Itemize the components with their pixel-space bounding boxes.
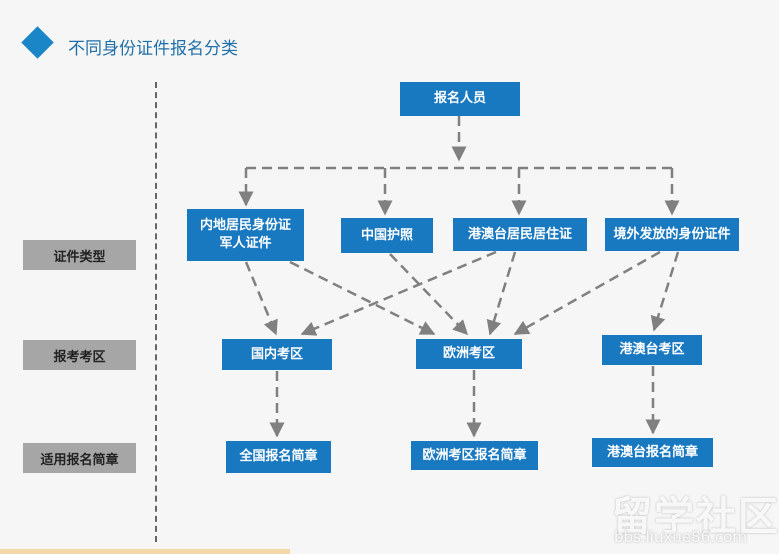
node-applicants-label: 报名人员 — [433, 91, 486, 106]
node-domestic-region: 国内考区 — [222, 339, 332, 370]
node-hmt-brochure-label: 港澳台报名简章 — [606, 444, 698, 460]
watermark-url: bbs.liuxue86.com — [614, 528, 747, 546]
connector-residence-to-domestic — [300, 250, 497, 336]
node-national-brochure: 全国报名简章 — [226, 441, 331, 473]
node-europe-region-label: 欧洲考区 — [442, 346, 495, 361]
node-europe-brochure: 欧洲考区报名简章 — [411, 441, 538, 470]
connector-residence-to-europe — [486, 251, 517, 336]
node-china-passport-label: 中国护照 — [360, 227, 413, 243]
node-hmt-residence: 港澳台居民居住证 — [453, 218, 587, 251]
node-overseas-id: 境外发放的身份证件 — [605, 218, 739, 251]
node-europe-brochure-label: 欧洲考区报名简章 — [422, 447, 527, 463]
node-hmt-residence-label: 港澳台居民居住证 — [467, 226, 572, 242]
node-europe-region: 欧洲考区 — [416, 339, 522, 369]
dashed-divider — [155, 82, 157, 542]
node-mainland-id-line1: 内地居民身份证 — [199, 218, 291, 233]
node-china-passport: 中国护照 — [341, 218, 433, 253]
node-national-brochure-label: 全国报名简章 — [239, 449, 318, 464]
watermark-logo: 留学社区 — [612, 494, 779, 540]
row-label-region: 报考考区 — [23, 340, 136, 370]
node-overseas-id-label: 境外发放的身份证件 — [613, 226, 731, 242]
node-hmt-region-label: 港澳台考区 — [619, 342, 685, 357]
node-mainland-id-line2: 军人证件 — [219, 236, 272, 251]
row-label-brochure: 适用报名简章 — [23, 443, 136, 473]
node-hmt-brochure: 港澳台报名简章 — [592, 438, 713, 467]
node-hmt-region: 港澳台考区 — [602, 335, 702, 365]
node-applicants: 报名人员 — [400, 82, 520, 116]
bottom-accent-bar — [0, 549, 290, 554]
node-mainland-id: 内地居民身份证 军人证件 — [187, 209, 304, 261]
connector-passport-to-europe — [389, 253, 469, 336]
connector-mainland-id-to-domestic — [244, 261, 278, 336]
connector-overseas-to-hmt — [650, 251, 680, 332]
row-label-documents: 证件类型 — [23, 240, 136, 270]
page-title: 不同身份证件报名分类 — [68, 39, 238, 59]
node-domestic-region-label: 国内考区 — [250, 346, 303, 362]
connector-overseas-to-europe — [513, 250, 661, 336]
connector-mainland-id-to-europe — [289, 260, 436, 336]
